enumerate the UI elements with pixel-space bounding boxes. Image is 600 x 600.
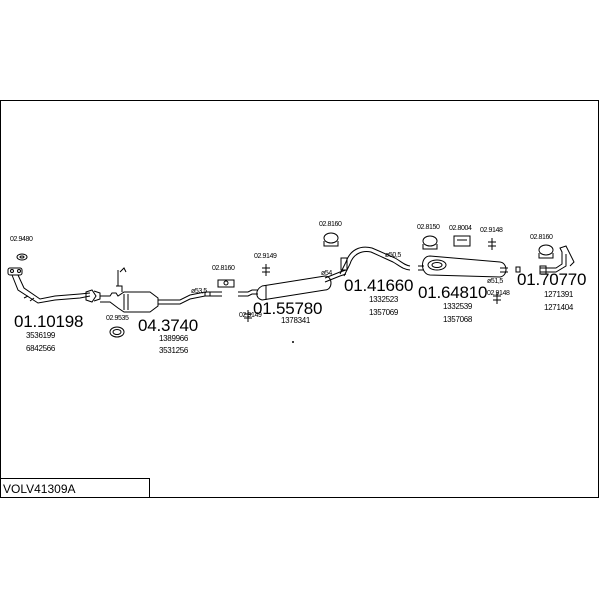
ref-number: 1357068 — [443, 315, 473, 324]
ref-number: 1271404 — [544, 303, 574, 312]
accessory-mount-1 — [217, 279, 235, 288]
accessory-label: 02.9148 — [487, 290, 510, 297]
tail-pipe-drawing — [539, 245, 575, 275]
ref-number: 1378341 — [281, 316, 311, 325]
accessory-label: 02.8160 — [530, 234, 553, 241]
ref-number: 6842566 — [26, 344, 56, 353]
accessory-bolt-2 — [244, 310, 252, 322]
intermediate-pipe-drawing — [158, 291, 222, 305]
accessory-label: 02.8004 — [449, 225, 472, 232]
diagram-frame — [0, 100, 599, 498]
diameter-label: ø54 — [321, 270, 332, 277]
accessory-label: 02.9149 — [239, 312, 262, 319]
part-number-middle-silencer: 01.55780 — [253, 299, 323, 318]
ring-gasket-1 — [109, 326, 125, 338]
accessory-label: 02.8160 — [212, 265, 235, 272]
accessory-label: 02.9149 — [254, 253, 277, 260]
accessory-label: 02.9480 — [10, 236, 33, 243]
diameter-label: ø53,5 — [191, 288, 207, 295]
ref-number: 3531256 — [159, 346, 189, 355]
model-code-box: VOLV41309A — [0, 478, 150, 498]
part-number-rear-silencer: 01.64810 — [418, 283, 488, 302]
ref-number: 3536199 — [26, 331, 56, 340]
ref-number: 1271391 — [544, 290, 574, 299]
rear-silencer-drawing — [418, 255, 521, 278]
middle-pipe-drawing — [339, 246, 411, 277]
ref-number: 1332539 — [443, 302, 473, 311]
part-number-tail-pipe: 01.70770 — [517, 270, 587, 289]
ref-number: 1357069 — [369, 308, 399, 317]
catalytic-converter-drawing — [100, 267, 159, 313]
accessory-bolt-4 — [493, 292, 501, 304]
accessory-label: 02.8160 — [319, 221, 342, 228]
front-pipe-drawing — [7, 267, 91, 304]
accessory-label: 02.9148 — [480, 227, 503, 234]
ref-number: 1389966 — [159, 334, 189, 343]
accessory-bolt-1 — [262, 264, 270, 276]
accessory-mount-2 — [323, 232, 339, 247]
accessory-mount-5 — [538, 244, 554, 259]
accessory-mount-3 — [422, 235, 438, 250]
middle-silencer-drawing — [238, 269, 347, 301]
diameter-label: ø51,5 — [487, 278, 503, 285]
model-code: VOLV41309A — [3, 482, 76, 496]
accessory-bolt-3 — [488, 238, 496, 250]
accessory-mount-4 — [453, 235, 471, 247]
accessory-label: 02.8150 — [417, 224, 440, 231]
part-number-catalytic-converter: 04.3740 — [138, 316, 199, 335]
accessory-label: 02.9535 — [106, 315, 129, 322]
accessory-gasket-1 — [16, 253, 28, 261]
part-number-middle-pipe: 01.41660 — [344, 276, 414, 295]
part-number-front-pipe: 01.10198 — [14, 312, 84, 331]
ref-number: 1332523 — [369, 295, 399, 304]
speck — [292, 341, 294, 343]
diameter-label: ø50,5 — [385, 252, 401, 259]
